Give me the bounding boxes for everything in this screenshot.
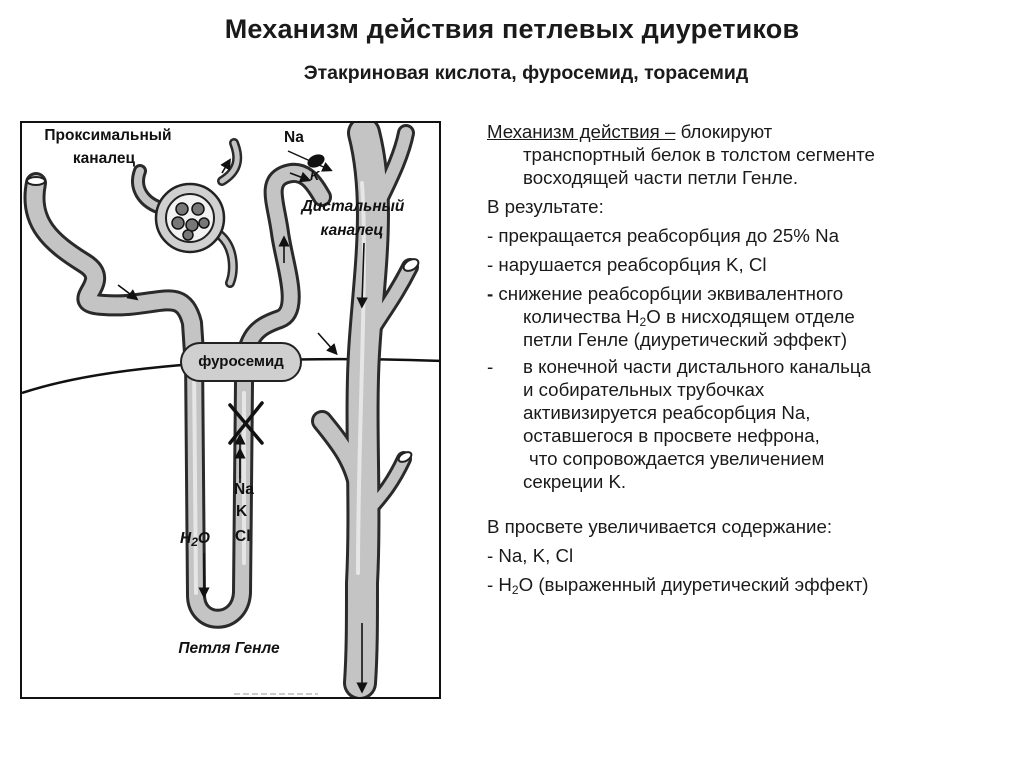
- label-h2o: H2O: [180, 528, 210, 549]
- result-item-4: -в конечной части дистального канальца и…: [487, 355, 1007, 493]
- label-distal-2: каналец: [302, 220, 402, 241]
- label-distal-1: Дистальный: [278, 196, 428, 217]
- lumen-heading: В просвете увеличивается содержание:: [487, 515, 1007, 538]
- nephron-diagram: Проксимальный каналец Na K Дистальный ка…: [20, 121, 441, 699]
- flow-arrow-branch: [318, 333, 334, 351]
- explanation-text: Механизм действия – блокируют транспортн…: [487, 120, 1007, 596]
- label-na-mid: Na: [234, 479, 254, 500]
- label-proximal-2: каналец: [62, 148, 146, 169]
- label-na-top: Na: [284, 127, 304, 148]
- lumen-item-1: - Na, K, Cl: [487, 544, 1007, 567]
- result-item-3: - снижение реабсорбции эквивалентного ко…: [487, 282, 1007, 351]
- lumen-item-2: - H2O (выраженный диуретический эффект): [487, 573, 1007, 596]
- mechanism-text-2: транспортный белок в толстом сегменте: [523, 144, 875, 165]
- slide-title: Механизм действия петлевых диуретиков: [0, 14, 1024, 45]
- result-item-2: - нарушается реабсорбция K, Cl: [487, 253, 1007, 276]
- tube-opening-left: [27, 177, 45, 185]
- slide-subtitle: Этакриновая кислота, фуросемид, торасеми…: [0, 62, 1024, 85]
- label-k-top: K: [310, 165, 319, 186]
- glomerulus: [156, 184, 224, 252]
- drug-label-furosemide: фуросемид: [180, 342, 302, 382]
- mechanism-paragraph: Механизм действия – блокируют транспортн…: [487, 120, 1007, 189]
- result-heading: В результате:: [487, 195, 1007, 218]
- label-proximal-1: Проксимальный: [24, 125, 192, 146]
- label-cl-mid: Cl: [235, 526, 251, 547]
- result-item-1: - прекращается реабсорбция до 25% Na: [487, 224, 1007, 247]
- label-k-mid: K: [236, 501, 247, 522]
- label-loop-of-henle: Петля Генле: [154, 638, 304, 659]
- mechanism-text-1: блокируют: [675, 121, 772, 142]
- mechanism-heading: Механизм действия –: [451, 121, 675, 142]
- mechanism-text-3: восходящей части петли Генле.: [523, 167, 798, 188]
